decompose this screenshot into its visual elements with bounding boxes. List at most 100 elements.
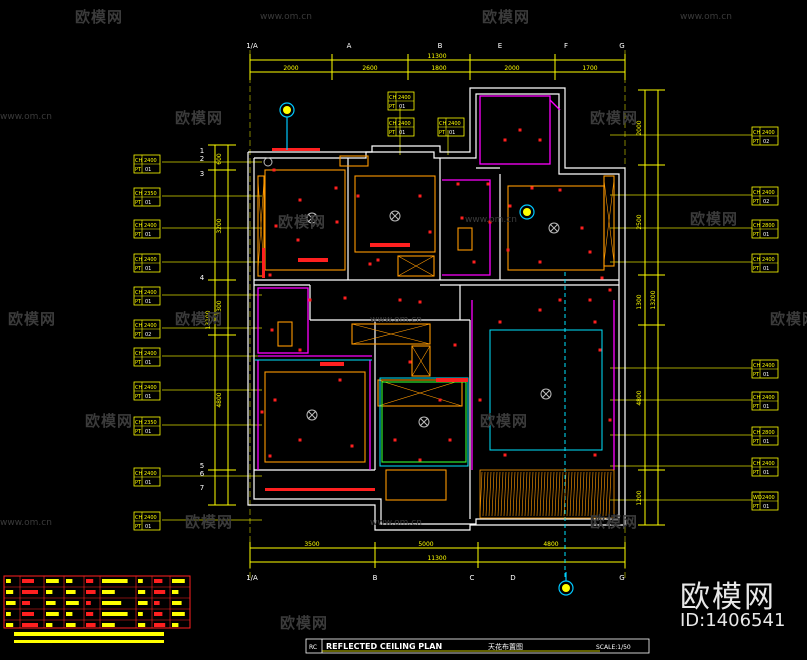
dim-top-1: 2600 bbox=[362, 65, 377, 72]
hatch-line bbox=[485, 471, 489, 517]
legend-swatch bbox=[22, 601, 30, 605]
downlight bbox=[608, 418, 612, 422]
tag-ch-val: 2400 bbox=[762, 461, 775, 467]
tag-pt: PT bbox=[135, 480, 142, 486]
hatch-line bbox=[518, 471, 522, 517]
dim-top-2: 1800 bbox=[431, 65, 446, 72]
tag-ch: WD bbox=[753, 495, 762, 501]
hatch-line bbox=[599, 471, 603, 517]
tag-pt: PT bbox=[135, 429, 142, 435]
tag-pt-val: 01 bbox=[763, 372, 769, 378]
downlight bbox=[593, 453, 597, 457]
tag-pt: PT bbox=[135, 360, 142, 366]
downlight bbox=[438, 398, 442, 402]
watermark-brand: 欧模网 bbox=[278, 213, 327, 231]
downlight bbox=[488, 220, 492, 224]
legend-table bbox=[3, 575, 191, 643]
tag-ch: CH bbox=[135, 351, 142, 357]
legend-swatch bbox=[138, 579, 143, 583]
watermark-url: www.om.cn bbox=[680, 12, 732, 22]
tag-pt-val: 01 bbox=[145, 524, 151, 530]
legend-swatch bbox=[172, 623, 179, 627]
legend-swatch bbox=[102, 612, 128, 616]
downlight bbox=[296, 238, 300, 242]
dimension-lines bbox=[208, 50, 665, 580]
tag-pt: PT bbox=[753, 199, 760, 205]
hatch-line bbox=[494, 471, 498, 517]
watermark-brand: 欧模网 bbox=[480, 412, 529, 430]
hatch-line bbox=[539, 471, 543, 517]
tag-ch-val: 2400 bbox=[144, 515, 157, 521]
tag-pt-val: 01 bbox=[763, 266, 769, 272]
hatch-line bbox=[509, 471, 513, 517]
watermark-brand: 欧模网 bbox=[590, 513, 639, 531]
legend-swatch bbox=[66, 623, 76, 627]
downlight bbox=[260, 410, 264, 414]
tag-pt: PT bbox=[135, 299, 142, 305]
legend-swatch bbox=[86, 601, 91, 605]
downlight bbox=[368, 262, 372, 266]
axis-top-3: E bbox=[498, 42, 502, 50]
downlight bbox=[472, 260, 476, 264]
dim-right-3: 4800 bbox=[636, 390, 643, 405]
tag-pt-val: 01 bbox=[145, 480, 151, 486]
downlight bbox=[518, 128, 522, 132]
hatch-line bbox=[587, 471, 591, 517]
tag-pt-val: 01 bbox=[763, 439, 769, 445]
downlight bbox=[498, 320, 502, 324]
dim-left-total: 13100 bbox=[205, 310, 212, 329]
hatch-line bbox=[596, 471, 600, 517]
hatch-line bbox=[605, 471, 609, 517]
legend-swatch bbox=[102, 579, 128, 583]
axis-left-6: 7 bbox=[200, 484, 204, 492]
tag-pt-val: 01 bbox=[145, 232, 151, 238]
dim-left-1: 3200 bbox=[216, 218, 223, 233]
hatch-line bbox=[581, 471, 585, 517]
legend-swatch bbox=[46, 623, 53, 627]
tag-pt: PT bbox=[753, 439, 760, 445]
tag-ch: CH bbox=[135, 257, 142, 263]
tag-pt-val: 01 bbox=[145, 299, 151, 305]
tag-ch-val: 2800 bbox=[762, 223, 775, 229]
downlight bbox=[376, 258, 380, 262]
downlight bbox=[356, 194, 360, 198]
legend-swatch bbox=[172, 590, 179, 594]
grid-axis-labels: 1/A A B E F G 1/A B C D G 1 2 3 4 5 6 7 bbox=[200, 42, 625, 582]
tag-pt: PT bbox=[135, 394, 142, 400]
axis-left-2: 3 bbox=[200, 170, 204, 178]
legend-swatch bbox=[86, 612, 94, 616]
dim-top-0: 2000 bbox=[283, 65, 298, 72]
downlight bbox=[558, 298, 562, 302]
hatch-line bbox=[557, 471, 561, 517]
legend-swatch bbox=[138, 623, 146, 627]
watermark-brand: 欧模网 bbox=[770, 310, 807, 328]
legend-swatch bbox=[46, 601, 56, 605]
tag-pt-val: 01 bbox=[763, 232, 769, 238]
watermark-brand: 欧模网 bbox=[75, 8, 124, 26]
hatch-line bbox=[536, 471, 540, 517]
tag-pt-val: 01 bbox=[145, 394, 151, 400]
tag-ch-val: 2400 bbox=[762, 130, 775, 136]
hatch-line bbox=[551, 471, 555, 517]
tag-pt-val: 01 bbox=[145, 200, 151, 206]
tag-pt-val: 02 bbox=[763, 199, 769, 205]
hatch-line bbox=[572, 471, 576, 517]
downlight bbox=[486, 182, 490, 186]
downlight-grid bbox=[260, 128, 612, 462]
downlight bbox=[418, 194, 422, 198]
downlight bbox=[350, 444, 354, 448]
tag-ch-val: 2400 bbox=[448, 121, 461, 127]
